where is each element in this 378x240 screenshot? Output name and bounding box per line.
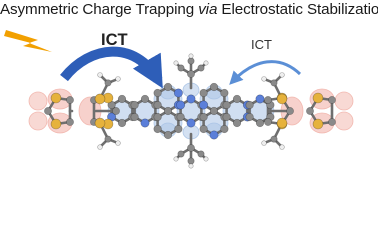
molecule-atoms — [44, 53, 336, 169]
sulfur-atom — [50, 92, 62, 104]
carbon-atom — [199, 112, 208, 122]
nitrogen-atom — [186, 118, 196, 128]
carbon-atom — [163, 106, 173, 116]
carbon-atom — [197, 150, 205, 158]
carbon-atom — [264, 118, 272, 126]
nitrogen-atom — [209, 130, 219, 140]
carbon-atom — [232, 94, 242, 104]
molecule-scene: ICT ICT — [4, 30, 354, 169]
carbon-atom — [199, 88, 208, 98]
ict-arrow-strong — [60, 46, 163, 89]
carbon-atom — [130, 112, 139, 122]
ict-label-strong: ICT — [101, 31, 128, 49]
orbital-lobe — [28, 91, 48, 111]
hydrogen-atom — [115, 76, 121, 82]
nitrogen-atom — [255, 94, 265, 104]
carbon-atom — [153, 112, 162, 122]
hydrogen-atom — [279, 144, 285, 150]
carbon-atom — [264, 96, 272, 104]
sulfur-atom — [50, 118, 62, 130]
carbon-atom — [117, 94, 127, 104]
carbon-atom — [104, 135, 112, 143]
carbon-atom — [130, 100, 139, 110]
carbon-atom — [153, 100, 162, 110]
carbon-atom — [66, 96, 74, 104]
carbon-atom — [270, 79, 278, 87]
nitrogen-atom — [186, 94, 196, 104]
carbon-atom — [177, 64, 185, 72]
carbon-atom — [270, 135, 278, 143]
hydrogen-atom — [188, 163, 194, 169]
nitrogen-atom — [140, 118, 150, 128]
carbon-atom — [177, 150, 185, 158]
hydrogen-atom — [279, 72, 285, 78]
carbon-atom — [209, 82, 219, 92]
hydrogen-atom — [203, 156, 209, 162]
carbon-atom — [222, 100, 231, 110]
hydrogen-atom — [115, 140, 121, 146]
carbon-atom — [163, 82, 173, 92]
carbon-atom — [220, 88, 229, 98]
carbon-atom — [163, 130, 173, 140]
nitrogen-atom — [173, 88, 183, 98]
sulfur-atom — [276, 93, 288, 105]
carbon-atom — [245, 112, 254, 122]
nitrogen-atom — [199, 100, 209, 110]
ict-label-weak: ICT — [251, 37, 272, 52]
sulfur-atom — [276, 117, 288, 129]
carbon-atom — [187, 157, 195, 165]
sulfur-atom — [312, 118, 324, 130]
carbon-atom — [176, 112, 185, 122]
carbon-atom — [153, 124, 162, 134]
carbon-atom — [328, 118, 336, 126]
title-main: Asymmetric Charge Trapping — [0, 1, 199, 18]
carbon-atom — [328, 96, 336, 104]
lightning-bolt-icon — [4, 30, 52, 52]
title-via: via — [198, 1, 218, 18]
carbon-atom — [220, 124, 229, 134]
carbon-atom — [187, 144, 195, 152]
nitrogen-atom — [176, 100, 186, 110]
carbon-atom — [117, 118, 127, 128]
sulfur-atom — [94, 117, 106, 129]
orbital-lobe — [334, 111, 354, 131]
ict-arrow-weak — [229, 60, 302, 85]
sulfur-atom — [94, 93, 106, 105]
hydrogen-atom — [173, 156, 179, 162]
carbon-atom — [66, 118, 74, 126]
hydrogen-atom — [97, 144, 103, 150]
carbon-atom — [255, 118, 265, 128]
carbon-atom — [222, 112, 231, 122]
carbon-atom — [199, 124, 208, 134]
hydrogen-atom — [203, 60, 209, 66]
carbon-atom — [153, 88, 162, 98]
carbon-atom — [187, 57, 195, 65]
carbon-atom — [140, 94, 150, 104]
orbital-density — [28, 82, 354, 140]
carbon-atom — [112, 107, 120, 115]
carbon-atom — [44, 107, 52, 115]
hydrogen-atom — [97, 72, 103, 78]
carbon-atom — [286, 107, 294, 115]
carbon-atom — [209, 106, 219, 116]
carbon-atom — [187, 70, 195, 78]
orbital-lobe — [28, 111, 48, 131]
title-rest: Electrostatic Stabilization — [217, 1, 378, 18]
hydrogen-atom — [261, 76, 267, 82]
sulfur-atom — [312, 92, 324, 104]
carbon-atom — [232, 118, 242, 128]
carbon-atom — [245, 100, 254, 110]
carbon-atom — [306, 107, 314, 115]
carbon-atom — [197, 64, 205, 72]
hydrogen-atom — [261, 140, 267, 146]
orbital-lobe — [334, 91, 354, 111]
hydrogen-atom — [188, 53, 194, 59]
carbon-atom — [174, 124, 183, 134]
hydrogen-atom — [173, 60, 179, 66]
carbon-atom — [104, 79, 112, 87]
figure-title: Asymmetric Charge Trapping via Electrost… — [0, 1, 378, 18]
